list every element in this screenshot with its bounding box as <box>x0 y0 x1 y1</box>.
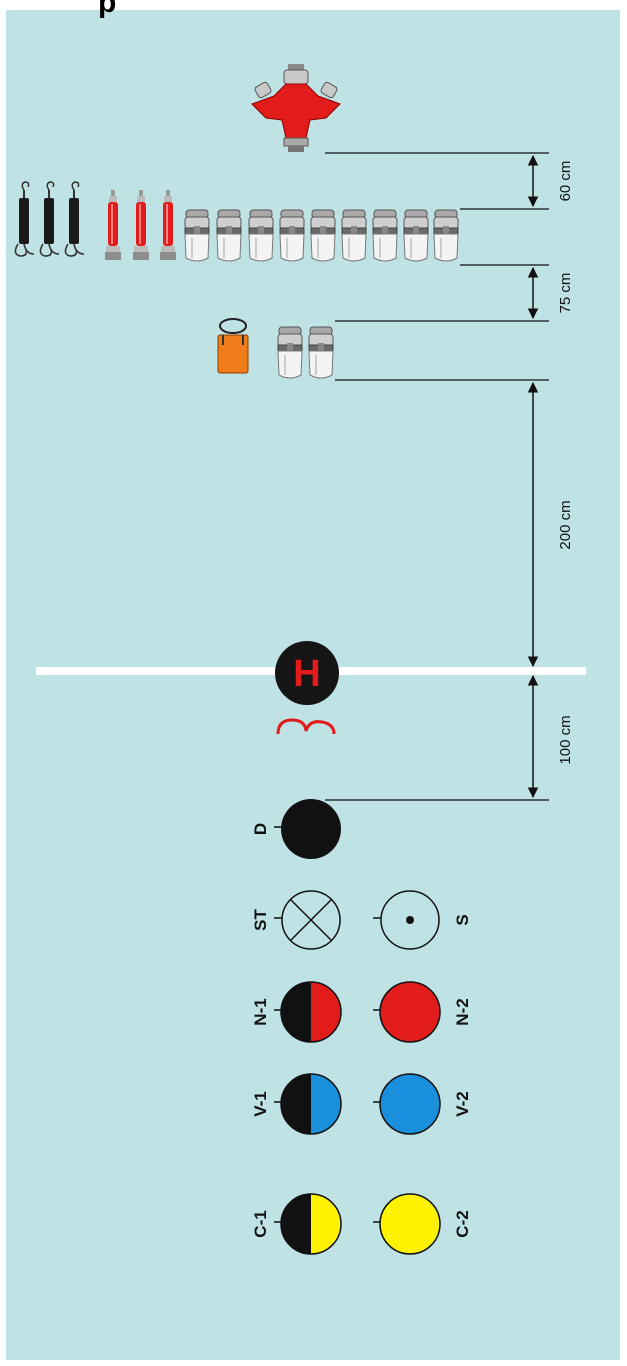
position-c1-circle <box>280 1193 342 1255</box>
position-n2-circle <box>379 981 441 1043</box>
position-n1-label: N-1 <box>251 998 270 1025</box>
hose-coupling-icon <box>279 209 305 262</box>
branch-pipe-icon <box>160 190 176 260</box>
hose-hook-icon <box>14 181 35 257</box>
position-c2-circle <box>379 1193 441 1255</box>
position-st-label: ST <box>251 909 270 931</box>
dim-label-75: 75 cm <box>557 273 574 314</box>
hose-hook-icon <box>39 181 60 257</box>
position-d-label: D <box>251 823 270 835</box>
dim-label-200: 200 cm <box>557 500 574 549</box>
center-dot <box>406 916 414 924</box>
position-s-label: S <box>453 914 472 925</box>
position-n1-circle <box>280 981 342 1043</box>
position-v1-label: V-1 <box>251 1091 270 1117</box>
home-marker-letter: H <box>293 653 320 695</box>
position-v2-circle <box>379 1073 441 1135</box>
position-st-circle <box>281 890 341 950</box>
position-v2-label: V-2 <box>453 1091 472 1117</box>
cross-stroke <box>289 898 333 942</box>
hose-coupling-icon <box>372 209 398 262</box>
hose-coupling-icon <box>433 209 459 262</box>
hose-coupling-icon <box>310 209 336 262</box>
half-fill-left <box>281 982 311 1042</box>
position-c2-label: C-2 <box>453 1210 472 1237</box>
hose-coupling-icon <box>277 326 303 379</box>
half-fill-right <box>311 982 341 1042</box>
position-d-circle <box>281 799 341 859</box>
branch-pipe-icon <box>105 190 121 260</box>
header-strip: p <box>0 0 627 19</box>
position-v1-circle <box>280 1073 342 1135</box>
hose-coupling-icon <box>308 326 334 379</box>
position-c1-label: C-1 <box>251 1210 270 1237</box>
hose-coupling-icon <box>341 209 367 262</box>
position-s-circle <box>380 890 440 950</box>
hose-coupling-icon <box>403 209 429 262</box>
home-marker: H <box>275 641 339 705</box>
header-cut-text: p <box>98 0 117 19</box>
half-fill-left <box>281 1074 311 1134</box>
hose-coupling-icon <box>184 209 210 262</box>
branch-pipe-icon <box>133 190 149 260</box>
equipment-bag-icon <box>217 318 249 374</box>
hose-coupling-icon <box>248 209 274 262</box>
half-fill-right <box>311 1074 341 1134</box>
rope-icon <box>276 718 336 735</box>
hose-coupling-icon <box>216 209 242 262</box>
position-n2-label: N-2 <box>453 998 472 1025</box>
dim-label-60: 60 cm <box>557 161 574 202</box>
dim-label-100: 100 cm <box>557 715 574 764</box>
half-fill-right <box>311 1194 341 1254</box>
three-way-distributor-icon <box>251 64 341 152</box>
half-fill-left <box>281 1194 311 1254</box>
hose-hook-icon <box>64 181 85 257</box>
